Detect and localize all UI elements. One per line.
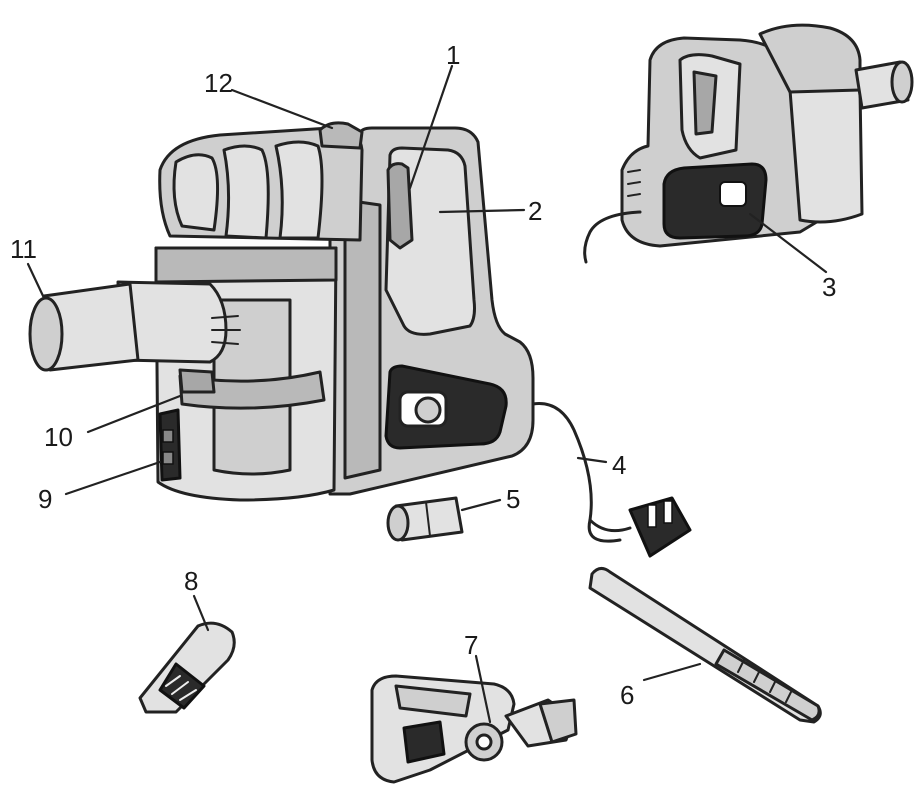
leader-6 [642,662,702,682]
leader-2 [438,208,526,214]
bin-button-mark-1 [162,429,174,443]
cord-line [531,402,622,543]
rear-view-grip-slot [692,70,718,136]
leader-5 [460,498,502,512]
callout-labels: 1 2 3 4 5 6 7 8 9 10 11 12 [10,40,836,710]
floor-brush-top [394,684,472,718]
power-trigger [386,162,414,250]
leader-10 [86,394,182,434]
label-1: 1 [446,40,460,70]
main-vacuum-illustration [28,121,535,502]
floor-brush-wheel-hub [475,733,493,751]
floor-brush-connector [538,698,578,744]
nozzle-ribs [211,315,241,345]
label-7: 7 [464,630,478,660]
adapter-opening [386,504,410,542]
label-2: 2 [528,196,542,226]
label-11: 11 [10,234,37,264]
bin-lower-band [178,370,326,410]
extension-tube [588,567,822,724]
rear-view-bin [788,86,864,224]
rear-view-vacuum [583,23,914,264]
cap-ridge-2 [222,144,270,240]
cap-ridge-3 [274,140,324,240]
bin-emptying-button [158,408,182,482]
leader-11 [26,262,46,300]
rear-view-switch [719,181,747,207]
power-button [414,396,442,424]
bin-release-latch [178,368,216,394]
cord-branch [588,518,632,533]
adapter-seam [425,501,431,537]
leader-12 [230,88,334,130]
leader-lines [26,64,828,724]
rear-view-cord [583,210,642,264]
label-10: 10 [44,422,73,452]
leader-7 [474,654,492,724]
label-6: 6 [620,680,634,710]
extension-tube-collar [714,648,821,722]
release-button [318,121,364,150]
leader-4 [576,456,608,464]
rear-view-vents [627,169,641,197]
plug-pin-1 [647,504,657,528]
label-8: 8 [184,566,198,596]
label-5: 5 [506,484,520,514]
leader-8 [192,594,210,632]
label-3: 3 [822,272,836,302]
rear-body-panel [343,198,382,480]
adapter-part [386,496,464,542]
bin-upper-band [154,246,338,284]
floor-brush-opening [402,720,446,764]
plug-pin-2 [663,500,673,524]
mains-plug [628,496,692,558]
rear-view-control-panel [662,162,768,240]
rear-view-cap [758,23,862,94]
floor-brush [370,674,578,784]
leader-9 [64,460,162,496]
leader-3 [748,212,828,274]
extension-tube-ticks [737,659,793,703]
leader-1 [408,64,454,190]
crevice-tool-ribs [165,675,197,701]
label-12: 12 [204,68,233,98]
cap-ridge-1 [172,153,220,232]
rear-view-nozzle-opening [890,60,914,104]
label-9: 9 [38,484,52,514]
power-cord [531,402,692,558]
crevice-tool [138,621,236,714]
label-4: 4 [612,450,626,480]
inlet-opening [28,296,64,372]
bin-button-mark-2 [162,451,174,465]
